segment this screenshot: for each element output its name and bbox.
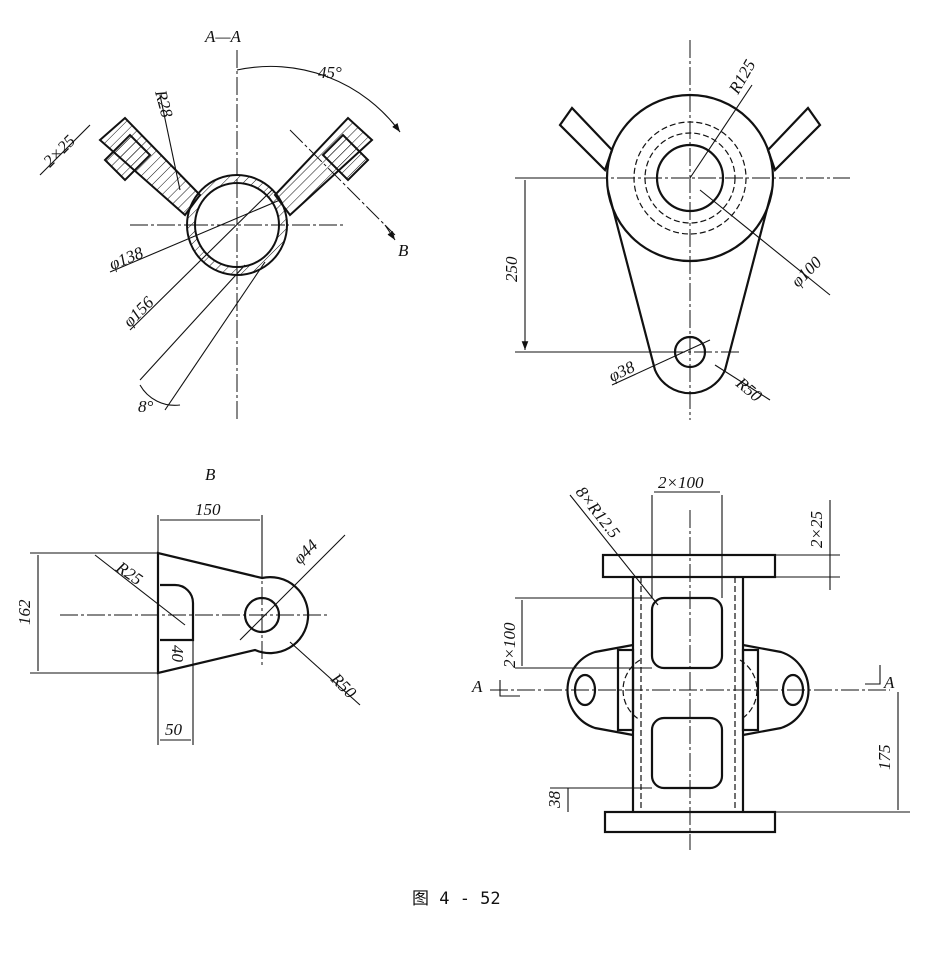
small-hole-dia: φ38 — [606, 357, 638, 386]
section-mark-right: A — [883, 673, 895, 692]
draft-angle: 8° — [138, 397, 154, 416]
outer-diameter: φ156 — [119, 292, 157, 330]
window-spacing: 2×100 — [500, 622, 519, 668]
slot-depth: 40 — [168, 645, 187, 663]
fillet-count: 8×R12.5 — [572, 483, 624, 542]
hole-diameter: φ100 — [787, 252, 825, 290]
section-view-aa: A—A 45° B 2×25 R28 φ138 φ156 8° — [39, 27, 409, 420]
figure-caption: 图 4 - 52 — [412, 889, 501, 909]
view-b-title: B — [205, 465, 216, 484]
big-radius: R125 — [725, 56, 760, 97]
top-right-view: 250 R125 φ100 φ38 R50 — [502, 40, 850, 420]
slot-width: 50 — [165, 720, 183, 739]
lug-height: 175 — [875, 745, 894, 771]
flange-thickness: 2×25 — [807, 511, 826, 548]
flange-dim: 2×25 — [39, 131, 79, 171]
section-mark-left: A — [471, 677, 483, 696]
angle-label: 45° — [318, 63, 342, 82]
view-b: B 150 162 R25 φ44 40 R50 50 — [15, 465, 361, 745]
flange-spacing: 2×100 — [658, 473, 704, 492]
front-view: 2×100 8×R12.5 2×25 2×100 A A 175 38 — [471, 473, 910, 850]
height-dim: 250 — [502, 256, 521, 282]
width-dim: 150 — [195, 500, 221, 519]
fillet-radius: R28 — [151, 87, 177, 120]
section-title: A—A — [204, 27, 242, 46]
view-arrow-b: B — [398, 241, 409, 260]
height-dim: 162 — [15, 599, 34, 625]
inner-diameter: φ138 — [106, 243, 146, 274]
end-radius: R50 — [326, 669, 360, 703]
bottom-offset: 38 — [545, 791, 564, 810]
slot-radius: R25 — [112, 557, 146, 589]
small-radius: R50 — [732, 373, 766, 406]
